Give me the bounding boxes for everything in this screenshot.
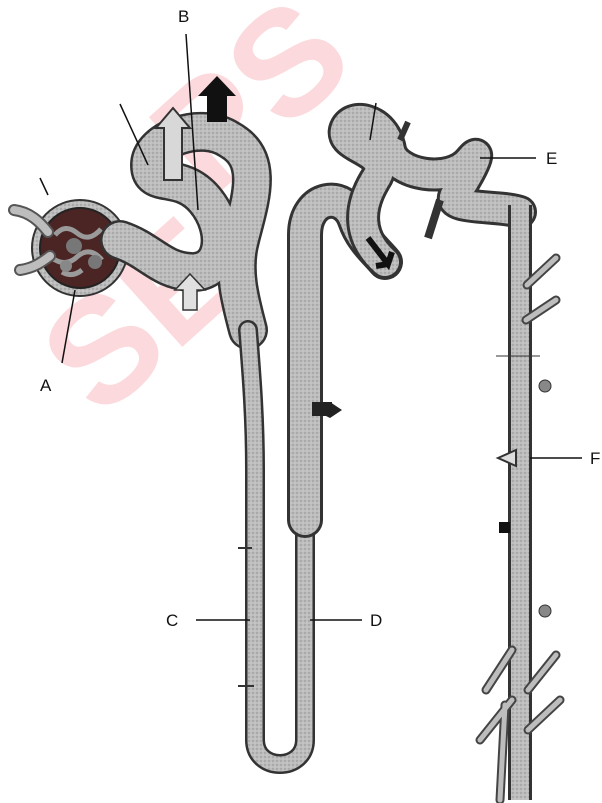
label-c: C [166,612,178,629]
label-b: B [178,8,189,25]
label-f: F [590,450,600,467]
label-e: E [546,150,557,167]
ascending-limb [305,201,385,740]
label-a: A [40,377,51,394]
label-d: D [370,612,382,629]
descending-limb [248,330,255,740]
collecting-duct [480,205,560,800]
